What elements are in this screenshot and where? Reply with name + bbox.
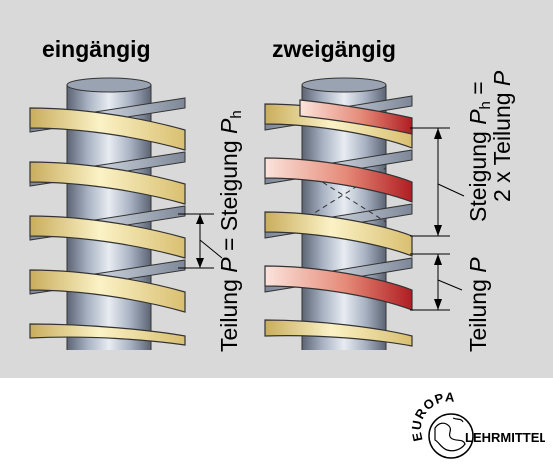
europa-lehrmittel-logo: EUROPA LEHRMITTEL (405, 388, 547, 466)
globe-icon (428, 413, 474, 459)
thread-figure (29, 77, 465, 350)
single-start-screw (29, 77, 223, 350)
label-lead-equation: 2 x Teilung P (489, 70, 515, 202)
label-lead: Steigung Ph = (465, 81, 494, 222)
logo-word: LEHRMITTEL (465, 430, 545, 445)
title-single-start: eingängig (42, 36, 151, 62)
label-single-pitch: Teilung P = Steigung Ph (216, 110, 245, 352)
double-start-screw (264, 77, 465, 350)
title-double-start: zweigängig (272, 36, 396, 62)
label-double-pitch: Teilung P (465, 257, 491, 352)
